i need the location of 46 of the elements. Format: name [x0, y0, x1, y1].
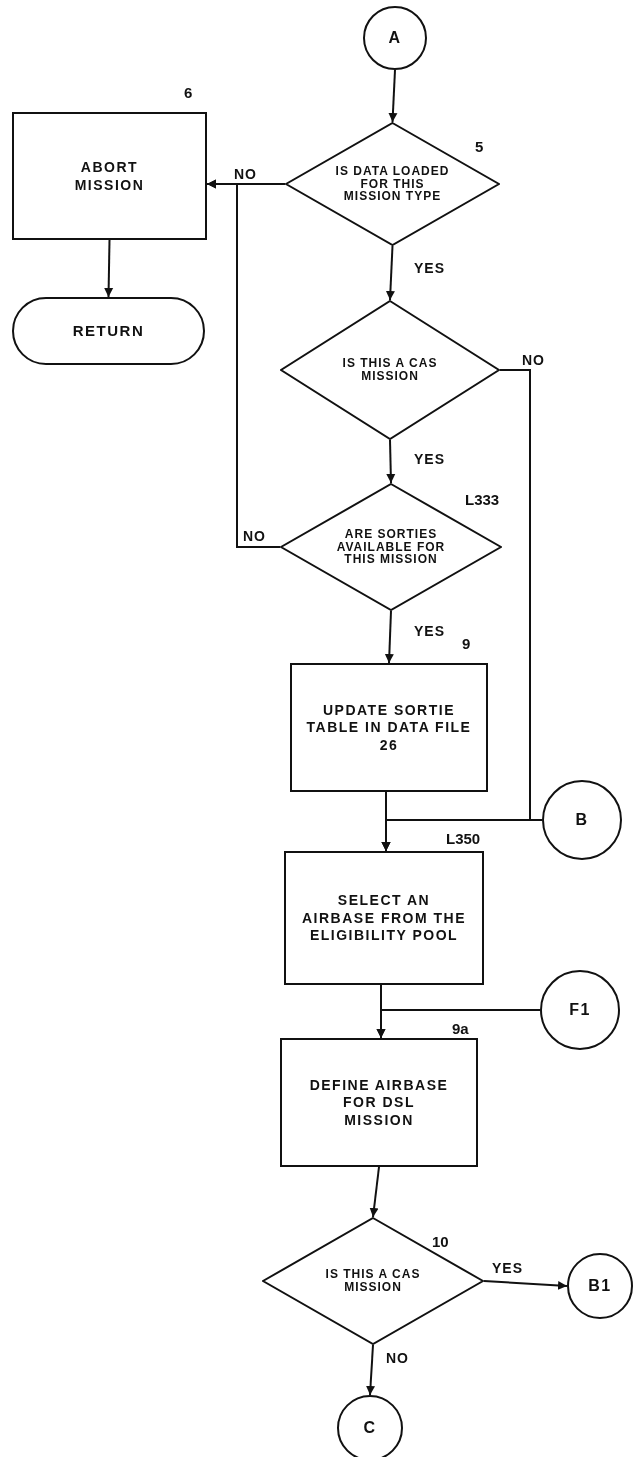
flow-arrow [376, 1009, 541, 1039]
step-number: 9 [462, 635, 471, 652]
step-number: 10 [432, 1233, 449, 1250]
edge-label: YES [412, 451, 447, 467]
step-number: L350 [446, 830, 481, 847]
connector-label: B [574, 810, 590, 830]
decision-text: IS THIS A CAS MISSION [325, 1268, 421, 1294]
process-text: UPDATE SORTIE TABLE IN DATA FILE 26 [305, 701, 473, 754]
flow-arrow [104, 239, 114, 298]
flow-arrow [385, 245, 395, 301]
process-text: ABORT MISSION [73, 158, 146, 194]
edge-label: YES [412, 623, 447, 639]
connector-circle [363, 6, 427, 70]
connector-label: F1 [568, 1000, 592, 1020]
edge-label: YES [412, 260, 447, 276]
flow-arrow [206, 179, 281, 548]
flow-arrow [381, 819, 543, 852]
step-number: 9a [452, 1020, 469, 1037]
terminator-text: RETURN [71, 321, 146, 341]
edge-label: NO [232, 166, 259, 182]
connector-circle [337, 1395, 403, 1457]
step-number: L333 [465, 491, 500, 508]
edge-label: YES [490, 1260, 525, 1276]
decision-diamond [280, 300, 500, 440]
edge-label: NO [520, 352, 547, 368]
step-number: 6 [184, 84, 193, 101]
connector-label: B1 [587, 1276, 613, 1296]
edge-label: NO [384, 1350, 411, 1366]
decision-diamond [280, 483, 502, 611]
flow-arrow [369, 1166, 380, 1218]
flow-arrow [483, 1280, 568, 1290]
connector-label: C [362, 1418, 378, 1438]
flow-arrow [388, 69, 398, 123]
edge-label: NO [241, 528, 268, 544]
flow-arrow [366, 1344, 376, 1396]
connector-label: A [387, 28, 403, 48]
decision-text: IS DATA LOADED FOR THIS MISSION TYPE [334, 165, 451, 203]
decision-diamond [285, 122, 500, 246]
flow-arrow [384, 610, 394, 664]
decision-text: ARE SORTIES AVAILABLE FOR THIS MISSION [335, 528, 447, 566]
process-text: DEFINE AIRBASE FOR DSL MISSION [309, 1076, 449, 1129]
flow-arrow [386, 439, 396, 484]
decision-text: IS THIS A CAS MISSION [341, 357, 439, 383]
decision-diamond [262, 1217, 484, 1345]
process-text: SELECT AN AIRBASE FROM THE ELIGIBILITY POOL [301, 891, 467, 945]
step-number: 5 [475, 138, 484, 155]
